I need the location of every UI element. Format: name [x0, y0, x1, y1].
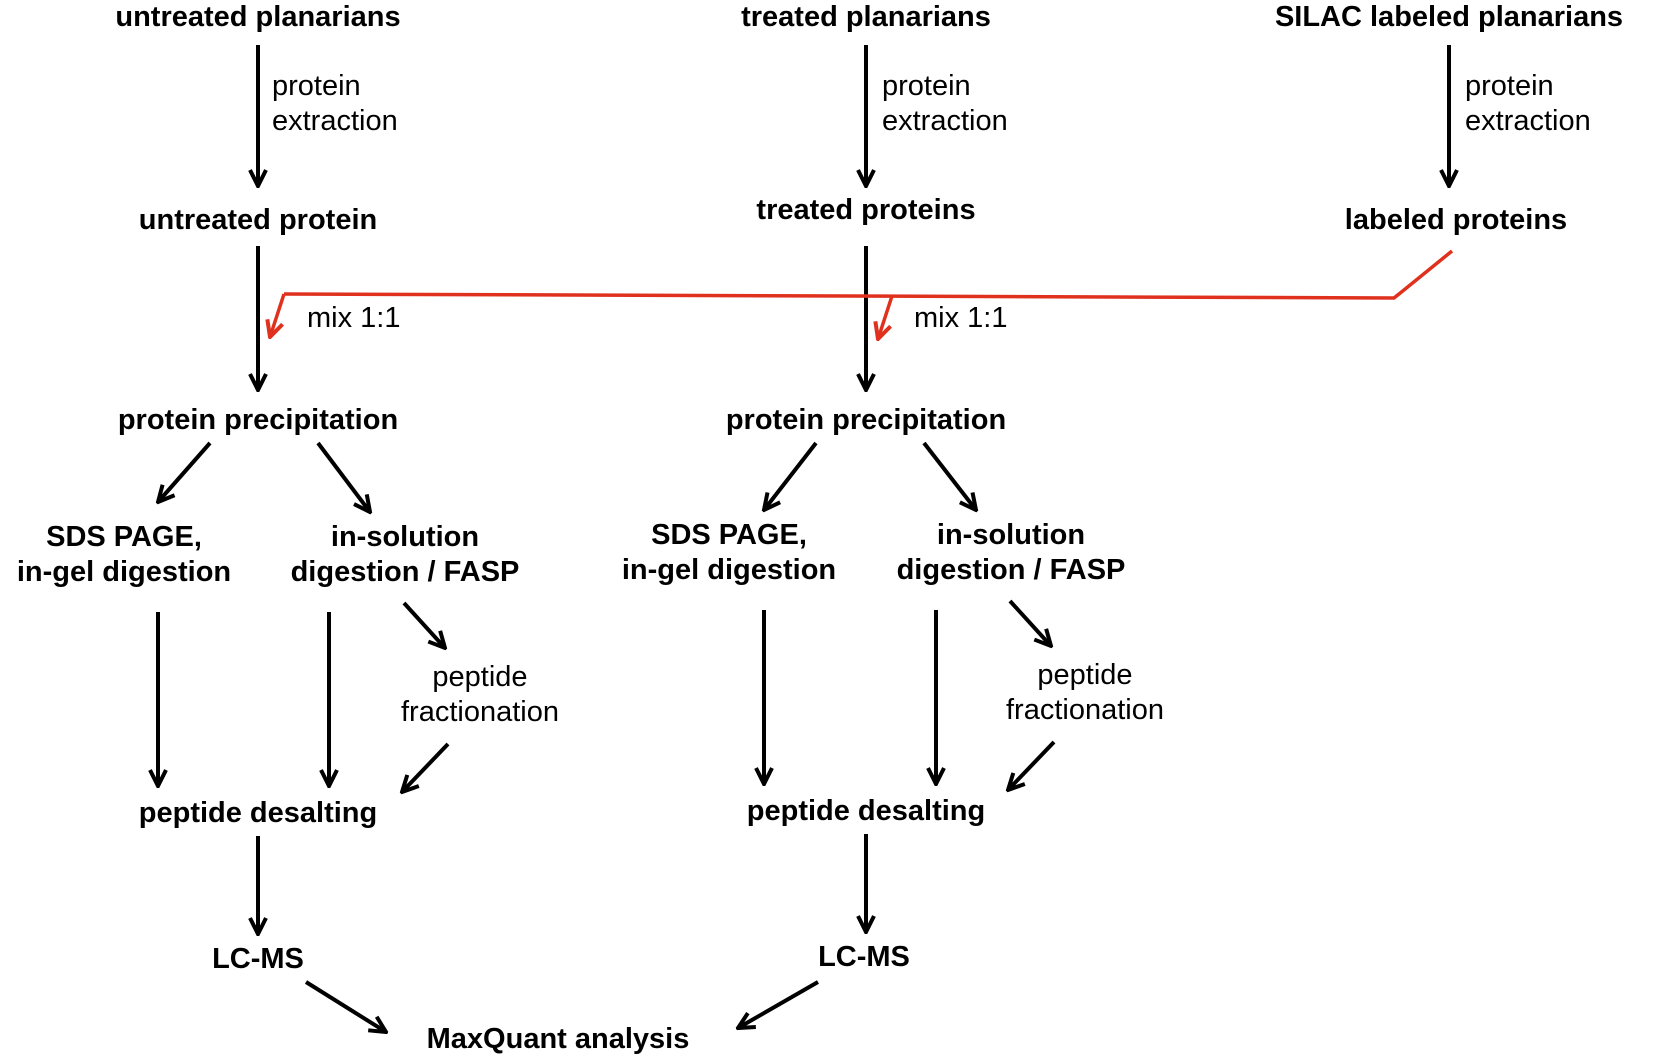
mix-label-middle: mix 1:1 [914, 302, 1008, 334]
arrow-mid-precip-to-insolution [922, 441, 976, 510]
arrow-left-precip-to-insolution [316, 441, 370, 512]
node-lcms-middle: LC-MS [818, 941, 910, 973]
arrow-left-precip-to-sds [158, 441, 212, 502]
arrow-mid-lcms-to-maxquant [738, 980, 819, 1028]
source-treated-planarians: treated planarians [741, 1, 991, 33]
node-desalting-middle: peptide desalting [746, 795, 986, 827]
mix-arrow-middle [878, 295, 894, 339]
node-precipitation-left: protein precipitation [117, 404, 399, 436]
arrow-left-insolution-to-fractionation [402, 601, 445, 648]
mix-arrow-left [270, 293, 286, 337]
arrow-mid-insolution-to-fractionation [1008, 599, 1051, 646]
mix-label-left: mix 1:1 [307, 302, 401, 334]
node-maxquant: MaxQuant analysis [426, 1023, 690, 1055]
node-lcms-left: LC-MS [212, 943, 304, 975]
source-silac-planarians: SILAC labeled planarians [1274, 1, 1624, 33]
node-treated-proteins: treated proteins [756, 194, 976, 226]
source-untreated-planarians: untreated planarians [115, 1, 401, 33]
node-precipitation-middle: protein precipitation [725, 404, 1007, 436]
arrow-mid-precip-to-sds [764, 441, 818, 510]
arrow-mid-fractionation-to-desalting [1008, 740, 1056, 790]
arrow-left-lcms-to-maxquant [304, 980, 386, 1032]
node-sds-page-left: SDS PAGE,in-gel digestion [16, 521, 232, 588]
node-labeled-proteins: labeled proteins [1344, 204, 1568, 236]
node-sds-page-middle: SDS PAGE,in-gel digestion [621, 519, 837, 586]
node-untreated-protein: untreated protein [138, 204, 378, 236]
arrow-left-fractionation-to-desalting [402, 742, 450, 792]
node-desalting-left: peptide desalting [138, 797, 378, 829]
mix-line-silac [283, 249, 1454, 300]
